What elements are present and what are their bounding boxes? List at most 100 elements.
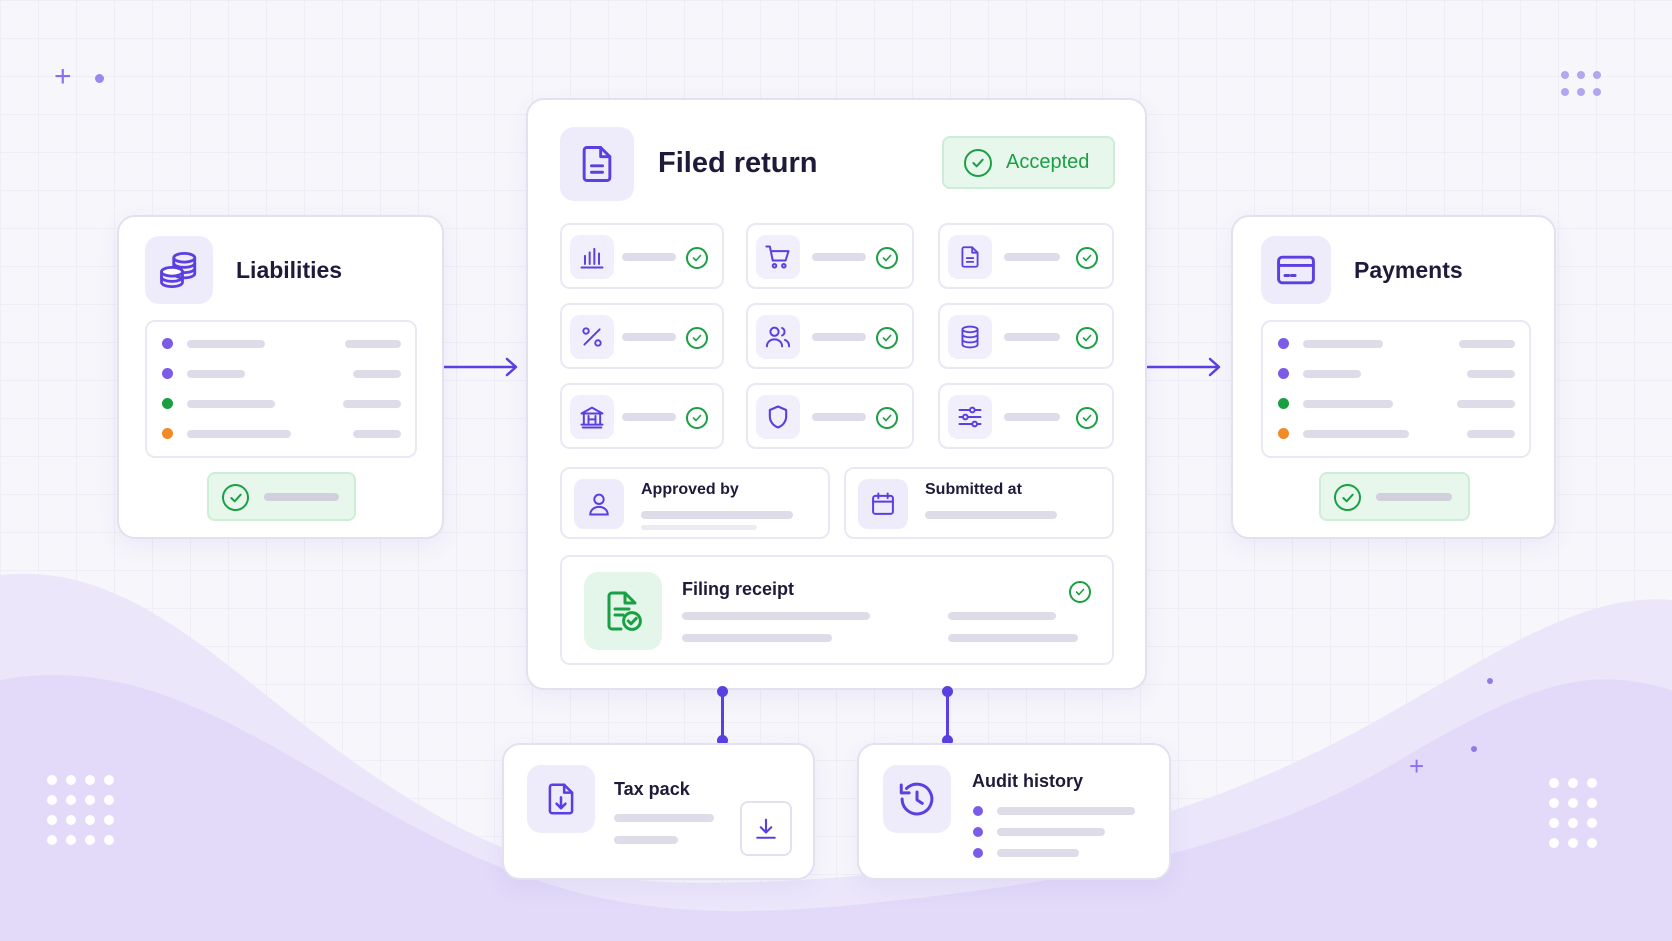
history-icon	[899, 782, 934, 816]
placeholder-bar	[1376, 493, 1452, 501]
accepted-status-badge: Accepted	[942, 136, 1115, 189]
sliders-icon	[948, 395, 992, 439]
list-bullet	[1278, 428, 1289, 439]
placeholder-bar	[622, 253, 676, 261]
connector-line	[721, 692, 724, 740]
filed-return-title: Filed return	[658, 147, 818, 179]
shield-icon	[756, 395, 800, 439]
document-icon	[582, 146, 612, 182]
calendar-icon	[872, 492, 894, 515]
return-item-cell[interactable]	[938, 223, 1114, 289]
check-circle-icon	[876, 327, 898, 349]
check-circle-icon	[222, 484, 249, 511]
liabilities-title: Liabilities	[236, 257, 343, 283]
return-item-cell[interactable]	[560, 223, 724, 289]
placeholder-bar	[641, 525, 757, 530]
payments-card[interactable]: Payments	[1231, 215, 1556, 539]
bar-chart-icon	[570, 235, 614, 279]
check-circle-icon	[876, 247, 898, 269]
dot-grid-decoration	[1561, 71, 1601, 96]
return-item-cell[interactable]	[560, 303, 724, 369]
audit-history-icon-tile	[883, 765, 951, 833]
return-item-cell[interactable]	[938, 303, 1114, 369]
payments-status-pill	[1319, 472, 1470, 521]
bank-icon	[570, 395, 614, 439]
tax-pack-title: Tax pack	[614, 779, 690, 799]
dot-decoration	[1471, 746, 1477, 752]
list-bullet	[973, 827, 983, 837]
liabilities-card[interactable]: Liabilities	[117, 215, 444, 539]
list-bullet	[162, 428, 173, 439]
filed-return-icon-tile	[560, 127, 634, 201]
approved-by-icon-tile	[574, 479, 624, 529]
placeholder-bar	[1467, 430, 1515, 438]
placeholder-bar	[622, 333, 676, 341]
return-item-cell[interactable]	[746, 303, 914, 369]
check-circle-icon	[876, 407, 898, 429]
list-bullet	[162, 398, 173, 409]
placeholder-bar	[641, 511, 793, 519]
placeholder-bar	[343, 400, 401, 408]
check-circle-icon	[686, 327, 708, 349]
list-bullet	[1278, 398, 1289, 409]
connector-dot	[942, 735, 953, 746]
filing-receipt-box[interactable]: Filing receipt	[560, 555, 1114, 665]
tax-pack-icon-tile	[527, 765, 595, 833]
return-item-cell[interactable]	[746, 223, 914, 289]
approved-by-label: Approved by	[641, 481, 739, 498]
tax-pack-card[interactable]: Tax pack	[502, 743, 815, 880]
approved-by-box[interactable]: Approved by	[560, 467, 830, 539]
check-circle-icon	[964, 149, 992, 177]
filed-return-card[interactable]: Filed return Accepted	[526, 98, 1147, 690]
placeholder-bar	[1303, 400, 1393, 408]
placeholder-bar	[353, 430, 401, 438]
arrow-liabilities-to-return	[444, 357, 518, 377]
placeholder-bar	[682, 634, 832, 642]
connector-dot	[942, 686, 953, 697]
submitted-at-box[interactable]: Submitted at	[844, 467, 1114, 539]
placeholder-bar	[997, 807, 1135, 815]
dot-decoration	[1487, 678, 1493, 684]
percent-icon	[570, 315, 614, 359]
placeholder-bar	[812, 253, 866, 261]
check-circle-icon	[686, 407, 708, 429]
connector-dot	[717, 686, 728, 697]
check-circle-icon	[1076, 247, 1098, 269]
check-circle-icon	[1069, 581, 1091, 603]
placeholder-bar	[948, 634, 1078, 642]
return-item-cell[interactable]	[746, 383, 914, 449]
payments-list	[1261, 320, 1531, 458]
placeholder-bar	[1004, 333, 1060, 341]
arrow-return-to-payments	[1147, 357, 1221, 377]
file-download-icon	[548, 783, 574, 815]
placeholder-bar	[622, 413, 676, 421]
receipt-check-icon	[607, 591, 642, 631]
download-icon	[756, 818, 776, 839]
download-button[interactable]	[740, 801, 792, 856]
placeholder-bar	[812, 333, 866, 341]
placeholder-bar	[353, 370, 401, 378]
return-item-cell[interactable]	[560, 383, 724, 449]
placeholder-bar	[264, 493, 339, 501]
plus-decoration: +	[54, 60, 72, 93]
connector-line	[946, 692, 949, 740]
placeholder-bar	[1459, 340, 1515, 348]
credit-card-icon	[1277, 255, 1315, 285]
placeholder-bar	[187, 430, 291, 438]
check-circle-icon	[1076, 327, 1098, 349]
audit-history-card[interactable]: Audit history	[857, 743, 1171, 880]
placeholder-bar	[1457, 400, 1515, 408]
check-circle-icon	[686, 247, 708, 269]
connector-dot	[717, 735, 728, 746]
return-item-cell[interactable]	[938, 383, 1114, 449]
placeholder-bar	[614, 836, 678, 844]
placeholder-bar	[682, 612, 870, 620]
placeholder-bar	[187, 340, 265, 348]
placeholder-bar	[1004, 413, 1060, 421]
payments-icon-tile	[1261, 236, 1331, 304]
submitted-at-icon-tile	[858, 479, 908, 529]
users-icon	[756, 315, 800, 359]
placeholder-bar	[997, 849, 1079, 857]
filing-receipt-icon-tile	[584, 572, 662, 650]
